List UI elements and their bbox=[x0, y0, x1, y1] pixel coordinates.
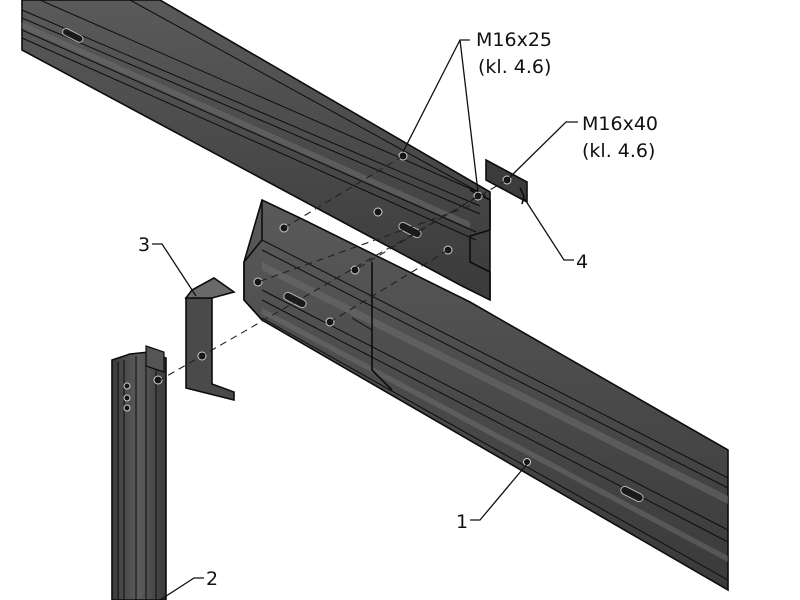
post-bolt-hole bbox=[123, 394, 131, 402]
callout-labels: M16x25 (kl. 4.6) M16x40 (kl. 4.6) 4 3 1 … bbox=[138, 29, 658, 590]
bolt-short-size-label: M16x25 bbox=[476, 29, 552, 51]
bolt-long-grade-label: (kl. 4.6) bbox=[582, 140, 655, 162]
lower-rail-bolt-hole bbox=[279, 223, 289, 233]
post-bolt-hole bbox=[123, 382, 131, 390]
leader-lines bbox=[152, 39, 578, 600]
part-2-label: 2 bbox=[206, 568, 218, 590]
post-bolt-hole bbox=[153, 375, 163, 385]
post-bolt-hole bbox=[123, 404, 131, 412]
guardrail-post bbox=[111, 345, 167, 600]
part-1-label: 1 bbox=[456, 511, 468, 533]
spacer-bracket bbox=[184, 277, 236, 402]
lower-rail-beam bbox=[243, 198, 729, 592]
part-3-label: 3 bbox=[138, 234, 150, 256]
bolt-short-grade-label: (kl. 4.6) bbox=[478, 56, 551, 78]
lower-rail-bolt-hole bbox=[523, 458, 531, 466]
upper-rail-beam bbox=[21, 0, 491, 302]
bolt-long-size-label: M16x40 bbox=[582, 113, 658, 135]
upper-rail-slot bbox=[62, 28, 84, 43]
bolt-axis-lines bbox=[159, 155, 508, 381]
part-4-label: 4 bbox=[576, 251, 588, 273]
lower-rail-bolt-hole bbox=[350, 265, 360, 275]
lower-rail-bolt-hole bbox=[253, 277, 263, 287]
lower-rail-slot bbox=[620, 485, 644, 503]
lower-rail-bolt-hole bbox=[373, 207, 383, 217]
